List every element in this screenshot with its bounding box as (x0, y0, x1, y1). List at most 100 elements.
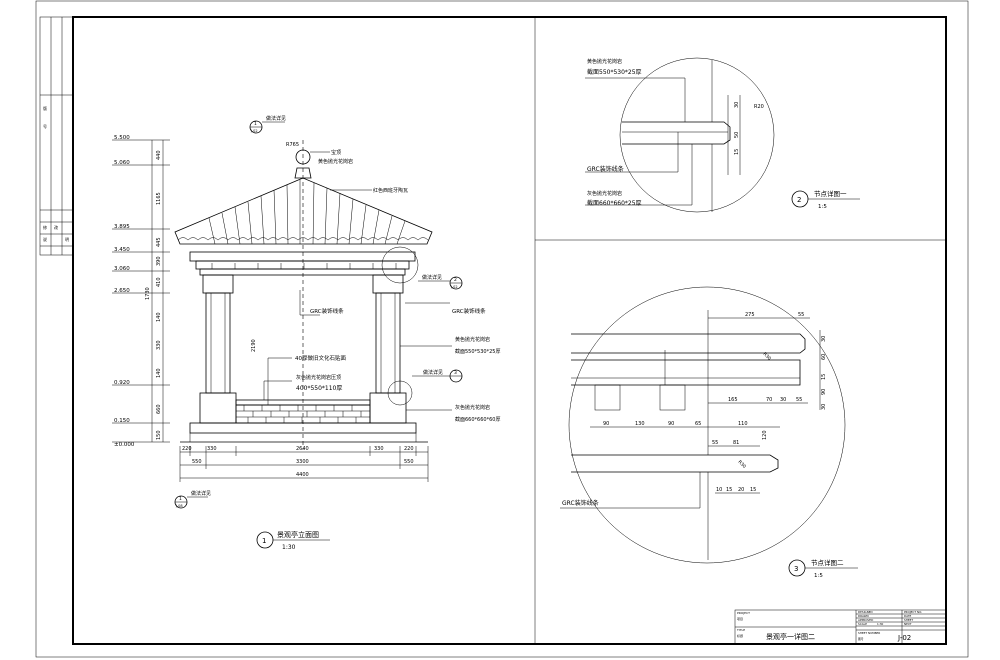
vdim-7: 1730 (145, 287, 151, 300)
strip-text-2: 号 (43, 123, 47, 129)
detail-1-circle (619, 57, 775, 213)
d2-dim-right-4: 30 (821, 404, 827, 410)
tb-val-1: DATE (904, 614, 912, 618)
strip-text-1: 版 (43, 105, 47, 111)
label-grc-right: GRC装饰线条 (452, 307, 486, 315)
d2-dim-row-1: 130 (635, 421, 645, 427)
label-huang-guang: 黄色抛光花岗岩 (318, 158, 353, 165)
callout-mid-num: 2 (454, 277, 457, 283)
detail-2-circle (568, 286, 846, 564)
level-5500: 5.500 (114, 135, 130, 141)
d2-dim-mid-2: 30 (780, 397, 786, 403)
detail-circle-1 (381, 246, 419, 284)
d1-label-section2: 截面660*660*25厚 (587, 199, 642, 207)
tb-sheet-no: J-02 (897, 634, 911, 642)
callout-mid-sheet: J-02 (450, 285, 458, 289)
vdim-11: 2190 (251, 339, 257, 352)
tb-sheet-cn: 图号 (858, 637, 864, 641)
tb-sheet-number-label: SHEET NUMBER (858, 631, 880, 635)
vdim-8: 140 (156, 368, 162, 378)
label-huang-guang-right: 黄色抛光花岗岩 (455, 336, 490, 343)
vdim-10: 150 (156, 430, 162, 440)
d2-block-2 (659, 384, 686, 411)
right-column (375, 292, 401, 394)
vdim-0: 440 (156, 150, 162, 160)
level-3895: 3.895 (114, 224, 130, 230)
tb-val-2: SHEET (904, 618, 913, 622)
strip-text-6: 明 (65, 237, 69, 242)
level-3450: 3.450 (114, 247, 130, 253)
title-block: PROJECT 项目 TITLE 标题 景观亭一详图二 DESIGNED DRA… (734, 609, 947, 645)
tb-title-label: TITLE (736, 628, 745, 632)
callout-top-num: 1 (254, 121, 257, 127)
d1-dim-2: 50 (734, 132, 740, 138)
label-gray-stone: 灰色抛光花岗岩压顶 (296, 374, 341, 381)
tb-project: 项目 (737, 617, 743, 621)
tb-title-cn: 标题 (737, 633, 743, 638)
d2-dim-right-3: 90 (821, 389, 827, 395)
detail-2: 275 55 30 60 15 90 30 165 70 30 55 90 13… (560, 286, 858, 579)
tb-row-2: APPROVED (858, 618, 873, 622)
vdim-9: 660 (156, 404, 162, 414)
label-section-550: 截面550*530*25厚 (455, 348, 500, 355)
d1-dim-1: R20 (754, 104, 764, 110)
elevation-title: 景观亭立面图 (277, 530, 319, 539)
hdim-row2-0: 550 (192, 459, 202, 465)
callout-bottom-num: 1 (179, 496, 182, 502)
d2-label-grc: GRC装饰线条 (562, 499, 599, 507)
label-mu-wen: 40厚做旧文化石贴面 (295, 354, 346, 362)
drawing-frame (72, 16, 947, 645)
vdim-6: 330 (156, 340, 162, 350)
d2-dim-r-0: R30 (737, 459, 748, 470)
hdim-row1-2: 2640 (296, 446, 309, 452)
elevation-number: 1 (262, 537, 266, 545)
tb-val-0: PROJECT NO. (904, 610, 922, 614)
label-gray-stone2: 灰色抛光花岗岩 (455, 404, 490, 411)
left-column (205, 292, 231, 394)
vdim-3: 390 (156, 256, 162, 266)
hdim-row1-0: 220 (182, 446, 192, 452)
d2-dim-row-4: 110 (738, 421, 748, 427)
vdim-2: 445 (156, 237, 162, 247)
d1-number: 2 (797, 196, 801, 204)
d2-dim-right-1: 60 (821, 354, 827, 360)
strip-text-3: 修 (43, 224, 47, 230)
label-grc-left: GRC装饰线条 (310, 307, 344, 315)
hdim-row3-0: 4400 (296, 472, 309, 478)
label-jiedian-right2: 做法详见 (423, 369, 443, 376)
d2-dim-row-3: 65 (695, 421, 701, 427)
label-jiedian-right: 做法详见 (422, 274, 442, 281)
label-red-tile: 红色西班牙陶瓦 (373, 187, 408, 194)
level-3060: 3.060 (114, 266, 130, 272)
tb-project-label: PROJECT (737, 611, 750, 615)
d1-label-huang: 黄色抛光花岗岩 (587, 58, 622, 65)
d1-label-section: 截面550*530*25厚 (587, 68, 642, 76)
d2-dim-mid-3: 55 (796, 397, 802, 403)
d2-dim-top-1: 55 (798, 312, 804, 318)
d2-number: 3 (794, 565, 798, 573)
d2-dim-right-2: 15 (821, 374, 827, 380)
hdim-row1-3: 330 (374, 446, 384, 452)
d1-dim-3: 15 (734, 149, 740, 155)
d2-dim-row-0: 90 (603, 421, 609, 427)
d2-dim-bottom-1: 15 (726, 487, 732, 493)
d2-dim-mid-0: 165 (728, 397, 738, 403)
d2-dim-low-0: 55 (712, 440, 718, 446)
label-section-660: 截面660*660*60厚 (455, 416, 500, 423)
hdim-row1-1: 330 (207, 446, 217, 452)
level-0920: 0.920 (114, 380, 130, 386)
tb-row-1: DRAWN (858, 614, 869, 618)
dim-r765: R765 (286, 142, 299, 148)
d2-dim-bottom-3: 15 (750, 487, 756, 493)
d2-dim-bottom-2: 20 (738, 487, 744, 493)
roof (174, 177, 433, 245)
detail-1: 30 R20 50 15 黄色抛光花岗岩 截面550*530*25厚 GRC装饰… (585, 57, 860, 213)
level-0000: ±0.000 (114, 442, 135, 448)
d2-dim-right-0: 30 (821, 336, 827, 342)
label-baoding: 宝顶 (331, 149, 341, 156)
label-size-400: 400*550*110厚 (296, 385, 342, 392)
elevation-drawing: 5.500 5.060 3.895 3.450 3.060 2.650 0.92… (112, 115, 500, 551)
label-jiedian-top: 做法详见 (266, 115, 286, 122)
d1-dim-0: 30 (734, 102, 740, 108)
tb-row-3: SCALE (858, 622, 867, 626)
